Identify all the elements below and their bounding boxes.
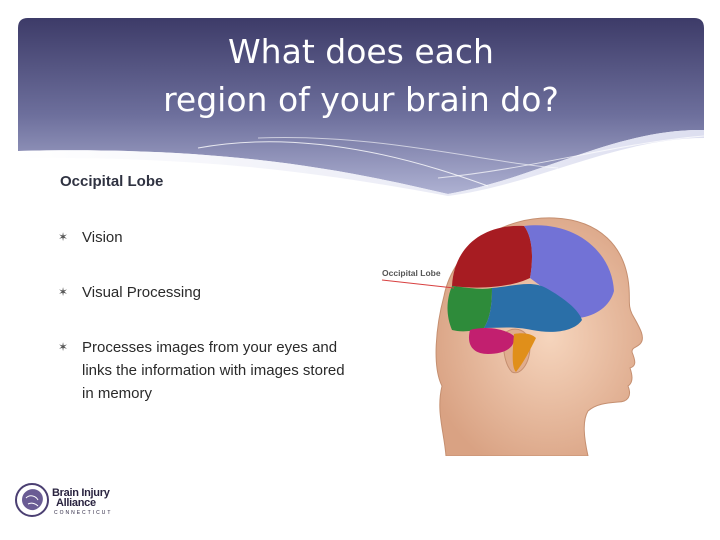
logo-brain-icon bbox=[15, 483, 49, 517]
parietal-lobe bbox=[452, 225, 532, 288]
section-heading: Occipital Lobe bbox=[60, 173, 164, 190]
bullet-star-icon: ✶ bbox=[58, 285, 69, 299]
logo-line2: Alliance bbox=[56, 497, 96, 509]
brain-head-illustration: Occipital Lobe bbox=[381, 217, 643, 456]
bullet-text: Vision bbox=[82, 229, 123, 246]
logo-line3: CONNECTICUT bbox=[54, 510, 113, 516]
bullet-text: Visual Processing bbox=[82, 284, 201, 301]
frontal-lobe bbox=[524, 225, 614, 318]
label-pointer-line bbox=[381, 279, 455, 289]
brain-injury-alliance-logo: Brain Injury Alliance CONNECTICUT bbox=[14, 480, 124, 520]
bullet-text: Processes images from your eyes and link… bbox=[82, 339, 345, 402]
slide-title: What does each region of your brain do? bbox=[18, 28, 704, 124]
occipital-lobe bbox=[447, 286, 492, 332]
bullet-item: ✶ Visual Processing bbox=[58, 281, 358, 304]
bullet-star-icon: ✶ bbox=[58, 340, 69, 354]
bullet-star-icon: ✶ bbox=[58, 230, 69, 244]
cerebellum bbox=[468, 328, 515, 354]
bullet-item: ✶ Vision bbox=[58, 226, 358, 249]
temporal-lobe bbox=[484, 283, 582, 332]
brainstem bbox=[512, 333, 536, 372]
title-banner-graphic bbox=[18, 18, 704, 196]
occipital-lobe-label: Occipital Lobe bbox=[382, 268, 441, 278]
logo-line1: Brain Injury bbox=[52, 487, 110, 499]
slide-title-line1: What does each bbox=[228, 32, 494, 71]
bullet-item: ✶ Processes images from your eyes and li… bbox=[58, 336, 358, 405]
bullet-list: ✶ Vision ✶ Visual Processing ✶ Processes… bbox=[58, 226, 358, 405]
title-banner bbox=[18, 18, 704, 196]
slide-title-line2: region of your brain do? bbox=[163, 80, 559, 119]
